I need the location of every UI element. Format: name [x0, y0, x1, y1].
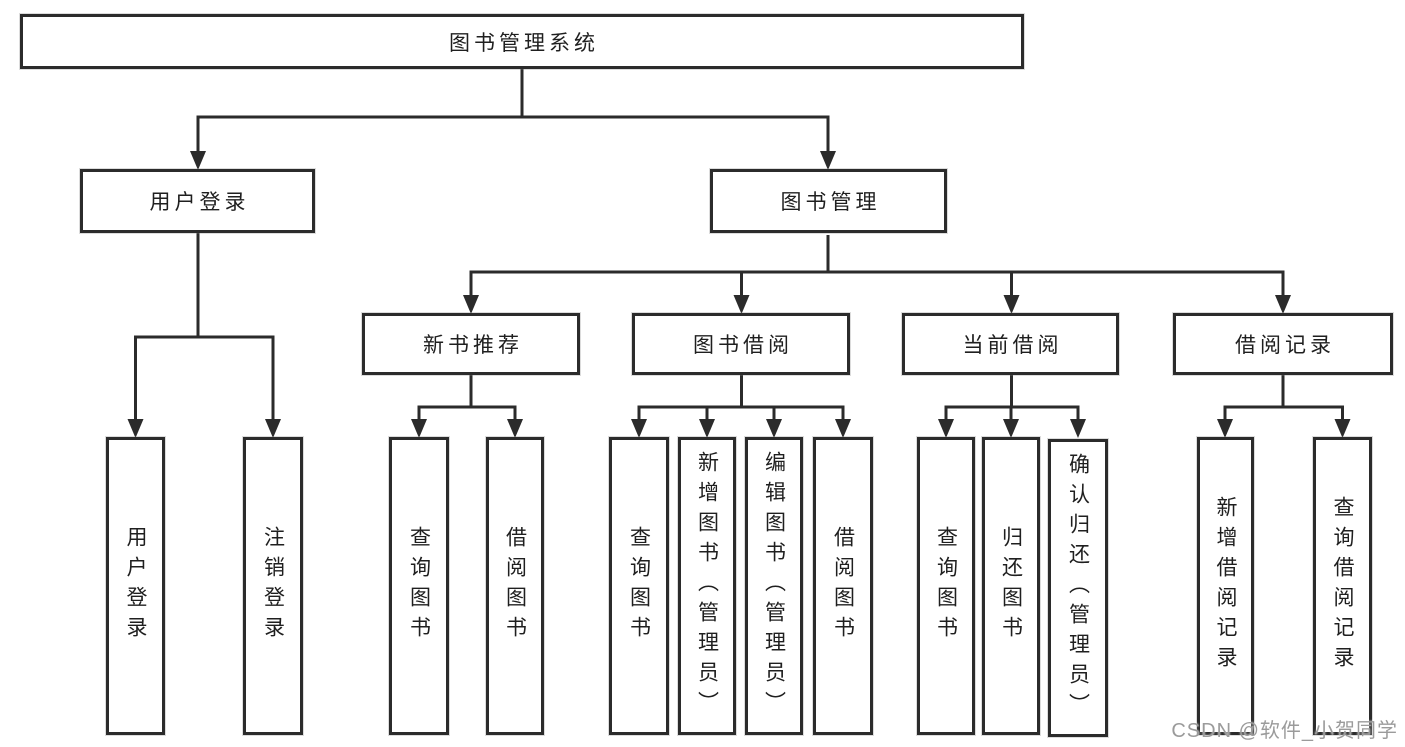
node-label: 查询图书	[407, 526, 431, 646]
node-label: 用户登录	[124, 526, 147, 646]
node-root: 图书管理系统	[20, 14, 1024, 69]
node-label: 借阅图书	[831, 526, 855, 646]
connector-book-borrow-branch	[631, 375, 851, 438]
node-logout: 注销登录	[243, 437, 303, 735]
node-label: 图书借阅	[693, 334, 793, 357]
node-query-books-2: 查询图书	[609, 437, 669, 735]
connector-root-to-level1	[190, 69, 836, 170]
connector-book-mgmt-to-level2	[463, 235, 1291, 314]
node-user-login: 用户登录	[80, 169, 315, 233]
node-return-book: 归还图书	[982, 437, 1040, 735]
node-label: 当前借阅	[962, 334, 1063, 357]
node-label: 确认归还（管理员）	[1066, 453, 1090, 723]
node-label: 注销登录	[261, 526, 285, 646]
node-current-borrowing: 当前借阅	[902, 313, 1119, 375]
node-book-management: 图书管理	[710, 169, 947, 233]
node-label: 借阅图书	[503, 526, 527, 646]
node-label: 查询图书	[627, 526, 651, 646]
node-login: 用户登录	[106, 437, 165, 735]
node-add-book-admin: 新增图书（管理员）	[678, 437, 736, 735]
node-query-borrow-record: 查询借阅记录	[1313, 437, 1372, 735]
connector-user-login-branch	[127, 233, 281, 438]
node-edit-book-admin: 编辑图书（管理员）	[745, 437, 803, 735]
node-label: 查询借阅记录	[1331, 496, 1354, 676]
node-label: 借阅记录	[1235, 334, 1335, 357]
node-label: 用户登录	[149, 191, 250, 214]
connector-borrow-record-branch	[1217, 375, 1351, 438]
node-label: 图书管理系统	[449, 31, 599, 55]
node-label: 图书管理	[780, 191, 881, 214]
node-label: 查询图书	[934, 526, 958, 646]
node-label: 归还图书	[999, 526, 1023, 646]
node-borrowing-records: 借阅记录	[1173, 313, 1393, 375]
node-label: 编辑图书（管理员）	[762, 451, 786, 721]
node-label: 新增借阅记录	[1214, 496, 1237, 676]
node-label: 新书推荐	[423, 334, 523, 357]
node-query-books-3: 查询图书	[917, 437, 975, 735]
node-confirm-return-admin: 确认归还（管理员）	[1048, 439, 1108, 737]
connector-new-book-branch	[411, 375, 523, 438]
watermark: CSDN @软件_小贺同学	[1171, 720, 1398, 742]
node-query-books-1: 查询图书	[389, 437, 449, 735]
node-borrow-books-1: 借阅图书	[486, 437, 544, 735]
node-add-borrow-record: 新增借阅记录	[1197, 437, 1254, 735]
connector-current-borrow-branch	[938, 375, 1086, 438]
node-borrow-books-2: 借阅图书	[813, 437, 873, 735]
node-new-book-recommend: 新书推荐	[362, 313, 580, 375]
node-book-borrowing: 图书借阅	[632, 313, 850, 375]
node-label: 新增图书（管理员）	[695, 451, 719, 721]
